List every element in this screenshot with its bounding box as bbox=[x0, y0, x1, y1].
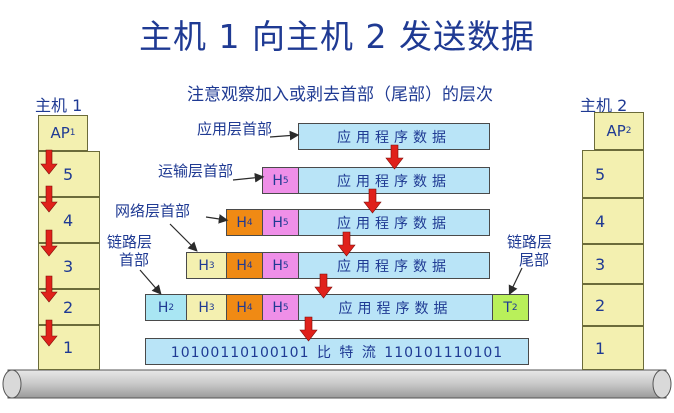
row2-h5-sub: 5 bbox=[282, 175, 289, 186]
host2-layer-2-label: 2 bbox=[595, 295, 606, 315]
link-header-label-line1: 链路层 bbox=[107, 233, 153, 251]
host1-layer-3-label: 3 bbox=[63, 256, 74, 276]
host2-layer-3: 3 bbox=[582, 244, 644, 284]
encapsulation-red-arrows bbox=[299, 144, 404, 342]
network-header-label: 网络层首部 bbox=[115, 202, 191, 220]
host2-layer-3-label: 3 bbox=[595, 254, 606, 274]
row2-app-data: 应用程序数据 bbox=[298, 167, 490, 194]
host1-layer-5-label: 5 bbox=[63, 164, 74, 184]
encap-arrow-3 bbox=[337, 231, 356, 257]
transport-header-label: 运输层首部 bbox=[158, 162, 234, 180]
host2-layer-4: 4 bbox=[582, 198, 644, 244]
row5-h5-text: H bbox=[272, 299, 283, 316]
page-title: 主机 1 向主机 2 发送数据 bbox=[139, 17, 535, 56]
host2-layer-5: 5 bbox=[582, 150, 644, 198]
link-trailer-label-line2: 尾部 bbox=[519, 251, 550, 269]
host2-layer-2: 2 bbox=[582, 284, 644, 326]
row3-app-data: 应用程序数据 bbox=[298, 209, 490, 236]
bitstream-bar: 10100110100101 比 特 流 110101110101 bbox=[145, 338, 529, 365]
host1-layer-1-label: 1 bbox=[63, 338, 74, 357]
row5-t2-sub: 2 bbox=[511, 302, 518, 313]
host2-label: 主机 2 bbox=[580, 96, 628, 115]
row4-h5-text: H bbox=[272, 257, 283, 274]
leader-link-trailer bbox=[508, 267, 523, 296]
row5-h5-sub: 5 bbox=[282, 302, 289, 313]
row5-h4-sub: 4 bbox=[246, 302, 253, 313]
row3-h4-text: H bbox=[236, 214, 247, 231]
host1-label: 主机 1 bbox=[35, 96, 83, 115]
host2-ap-sub: 2 bbox=[625, 126, 632, 136]
row3-h5-sub: 5 bbox=[282, 217, 289, 228]
host2-ap-text: AP bbox=[606, 122, 626, 140]
host2-layer-4-label: 4 bbox=[595, 211, 606, 231]
row4-h4-text: H bbox=[236, 257, 247, 274]
row4-app-data: 应用程序数据 bbox=[298, 252, 490, 279]
host2-layer-1: 1 bbox=[582, 326, 644, 370]
link-trailer-label-line1: 链路层 bbox=[507, 233, 553, 251]
host1-arrow-2 bbox=[40, 185, 58, 213]
host2-layer-5-label: 5 bbox=[595, 164, 606, 184]
encap-arrow-1 bbox=[385, 144, 404, 170]
host1-arrow-1 bbox=[40, 149, 58, 175]
leader-network bbox=[205, 214, 229, 224]
row5-h4-text: H bbox=[236, 299, 247, 316]
encap-arrow-2 bbox=[363, 188, 382, 214]
host1-ap-text: AP bbox=[50, 124, 70, 142]
row5-app-data: 应用程序数据 bbox=[298, 294, 493, 321]
host2-layer-1-label: 1 bbox=[595, 338, 606, 358]
host1-layer-2-label: 2 bbox=[63, 297, 74, 317]
leader-network-2 bbox=[169, 223, 198, 252]
host1-arrow-4 bbox=[40, 275, 58, 303]
row4-h3-text: H bbox=[198, 257, 209, 274]
subtitle: 注意观察加入或剥去首部（尾部）的层次 bbox=[187, 85, 493, 105]
row3-h4-sub: 4 bbox=[246, 217, 253, 228]
host1-layer-4-label: 4 bbox=[63, 210, 74, 230]
row5-h3-text: H bbox=[198, 299, 209, 316]
link-header-label-line2: 首部 bbox=[119, 251, 150, 269]
row5-h3-sub: 3 bbox=[208, 302, 215, 313]
application-header-label: 应用层首部 bbox=[197, 120, 273, 138]
host1-arrow-3 bbox=[40, 229, 58, 257]
leader-transport bbox=[232, 172, 265, 183]
row2-h5-text: H bbox=[272, 172, 283, 189]
row5-h2-sub: 2 bbox=[168, 302, 175, 313]
row5-h2-text: H bbox=[157, 299, 169, 316]
encap-arrow-5 bbox=[299, 316, 318, 342]
host1-ap-sub: 1 bbox=[69, 128, 76, 138]
row4-h3-sub: 3 bbox=[208, 260, 215, 271]
host1-red-arrows bbox=[40, 149, 58, 347]
row4-h5-sub: 5 bbox=[282, 260, 289, 271]
encap-arrow-4 bbox=[314, 273, 333, 299]
row5-t2-text: T bbox=[503, 299, 512, 316]
row4-h4-sub: 4 bbox=[246, 260, 253, 271]
leader-link-header bbox=[139, 269, 162, 295]
host1-arrow-5 bbox=[40, 319, 58, 347]
row3-h5-text: H bbox=[272, 214, 283, 231]
leader-application bbox=[269, 130, 300, 141]
